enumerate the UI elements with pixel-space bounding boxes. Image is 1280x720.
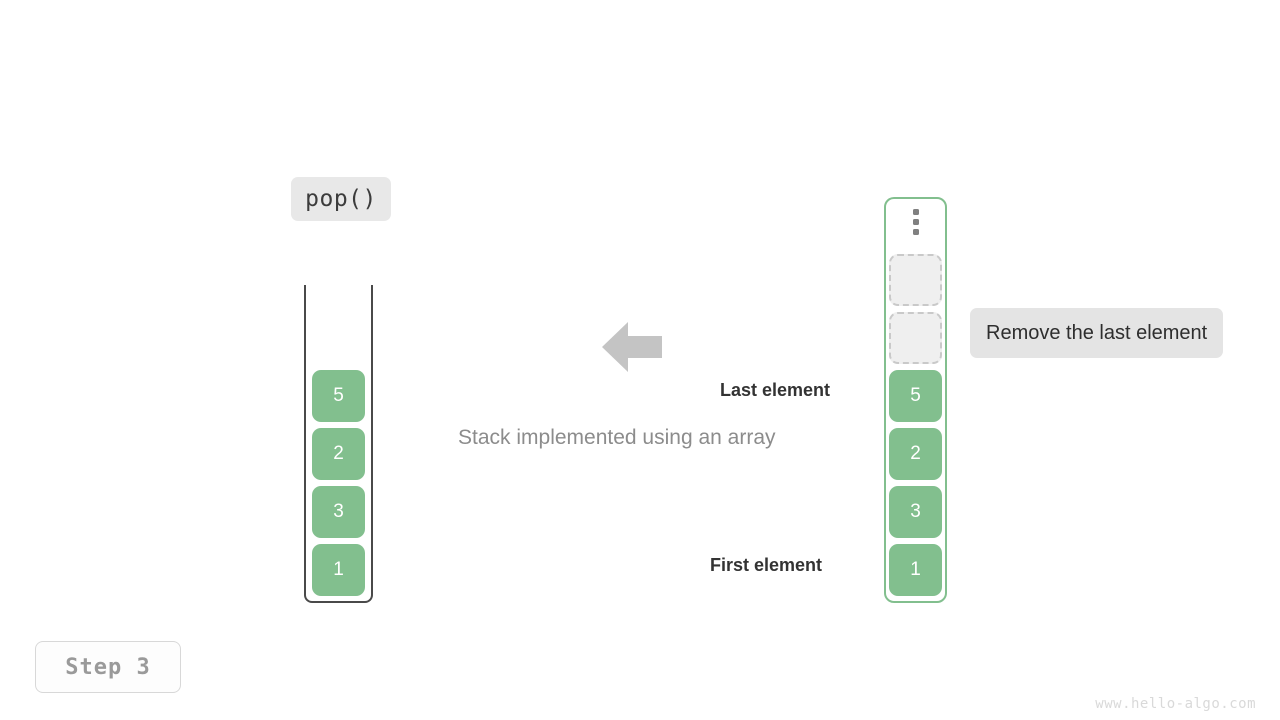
tooltip-remove-last-element: Remove the last element [970,308,1224,358]
ellipsis-dot [912,209,919,215]
stack-cell: 2 [312,428,365,480]
stack-cell: 3 [312,486,365,538]
watermark: www.hello-algo.com [1095,696,1256,712]
stack-container: 5 2 3 1 [304,285,373,603]
vertical-ellipsis-icon [886,209,945,235]
stack-caption: Stack implemented using an array [458,426,776,449]
array-cell: 5 [889,370,942,422]
array-cell: 3 [889,486,942,538]
stack-items: 5 2 3 1 [306,370,371,596]
arrow-left-icon [602,320,662,374]
array-cell: 2 [889,428,942,480]
operation-label: pop() [291,177,391,221]
array-empty-slot [889,312,942,364]
array-empty-slot [889,254,942,306]
ellipsis-dot [912,219,919,225]
array-cell: 1 [889,544,942,596]
stack-cell: 5 [312,370,365,422]
annotation-first-element: First element [710,555,823,575]
stack-cell: 1 [312,544,365,596]
ellipsis-dot [912,229,919,235]
array-container: 5 2 3 1 [884,197,947,603]
step-badge: Step 3 [35,641,181,693]
array-items: 5 2 3 1 [886,254,945,596]
annotation-last-element: Last element [720,380,831,400]
